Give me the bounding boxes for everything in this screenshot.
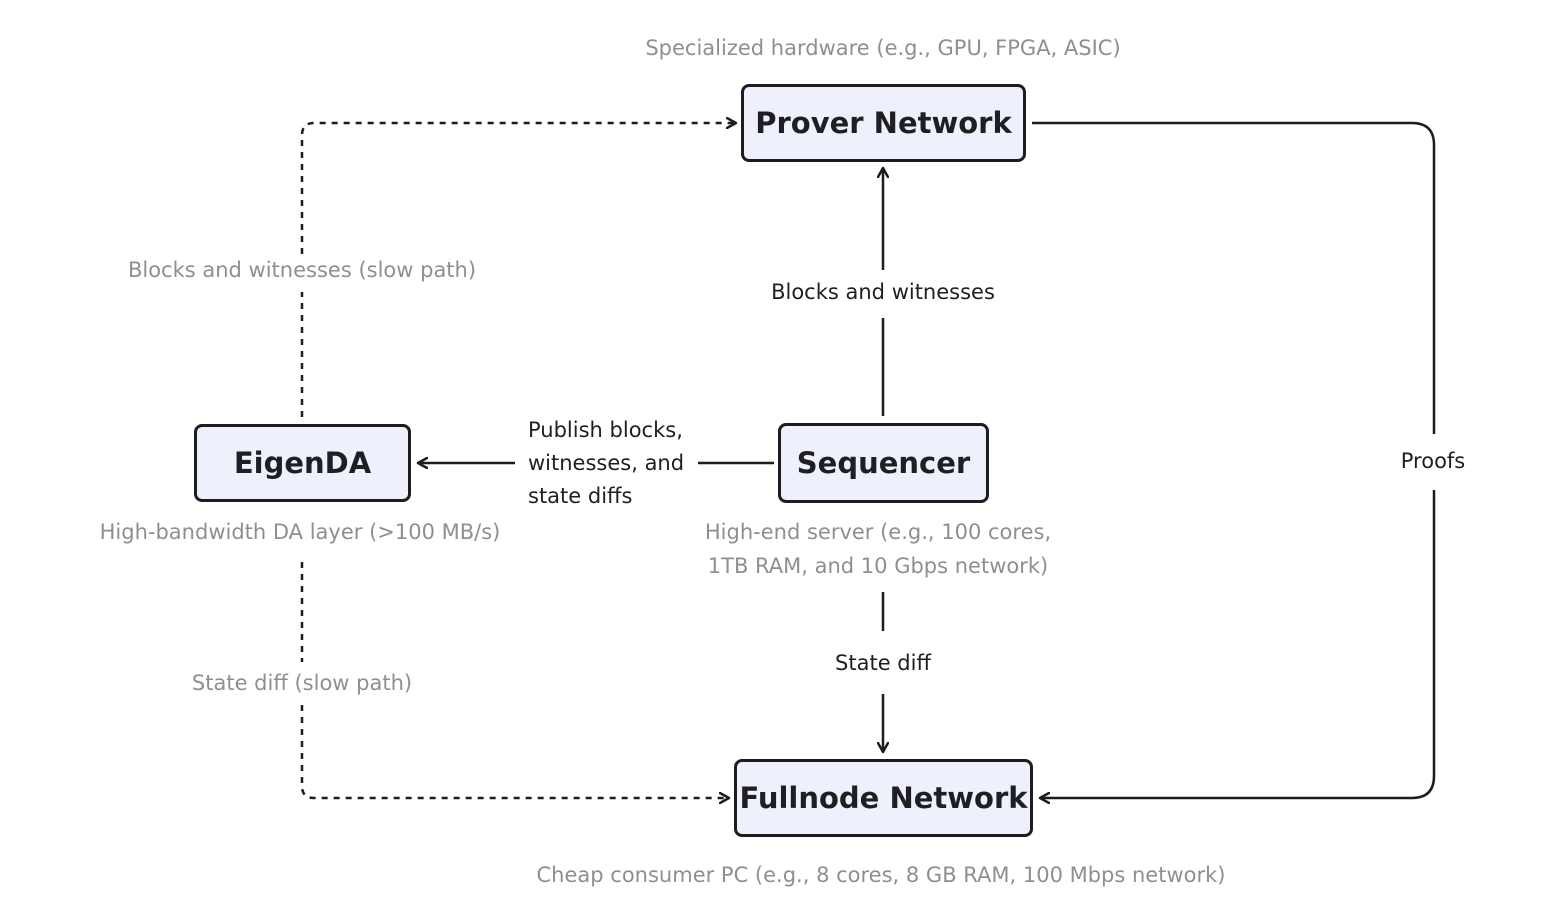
eigenda-node: EigenDA: [194, 424, 411, 502]
state-diff-label: State diff: [835, 651, 931, 675]
state-diff-slow-path-label: State diff (slow path): [191, 671, 413, 695]
eigenda-label: EigenDA: [233, 446, 372, 480]
edge-eigenda-to-prover-dashed: [300, 123, 736, 417]
sequencer-node: Sequencer: [778, 423, 989, 503]
publish-label-line-1: Publish blocks,: [528, 418, 683, 442]
edge-eigenda-to-fullnode-dashed: [300, 562, 729, 798]
blocks-witnesses-label: Blocks and witnesses: [771, 280, 995, 304]
proofs-label: Proofs: [1400, 449, 1466, 473]
publish-label: Publish blocks, witnesses, and state dif…: [528, 414, 684, 513]
publish-label-line-3: state diffs: [528, 484, 633, 508]
eigenda-description: High-bandwidth DA layer (>100 MB/s): [99, 520, 501, 544]
blocks-witnesses-slow-path-label: Blocks and witnesses (slow path): [127, 258, 477, 282]
publish-label-line-2: witnesses, and: [528, 451, 685, 475]
fullnode-description: Cheap consumer PC (e.g., 8 cores, 8 GB R…: [536, 863, 1226, 887]
fullnode-network-label: Fullnode Network: [739, 781, 1028, 815]
edge-prover-to-fullnode-proofs: [1032, 121, 1436, 798]
sequencer-description-line-1: High-end server (e.g., 100 cores,: [704, 520, 1052, 544]
sequencer-description: High-end server (e.g., 100 cores, 1TB RA…: [705, 515, 1051, 583]
prover-network-node: Prover Network: [741, 84, 1026, 162]
fullnode-network-node: Fullnode Network: [734, 759, 1033, 837]
sequencer-description-line-2: 1TB RAM, and 10 Gbps network): [707, 554, 1049, 578]
sequencer-label: Sequencer: [796, 446, 971, 480]
prover-hardware-annotation: Specialized hardware (e.g., GPU, FPGA, A…: [645, 36, 1121, 60]
prover-network-label: Prover Network: [755, 106, 1012, 140]
